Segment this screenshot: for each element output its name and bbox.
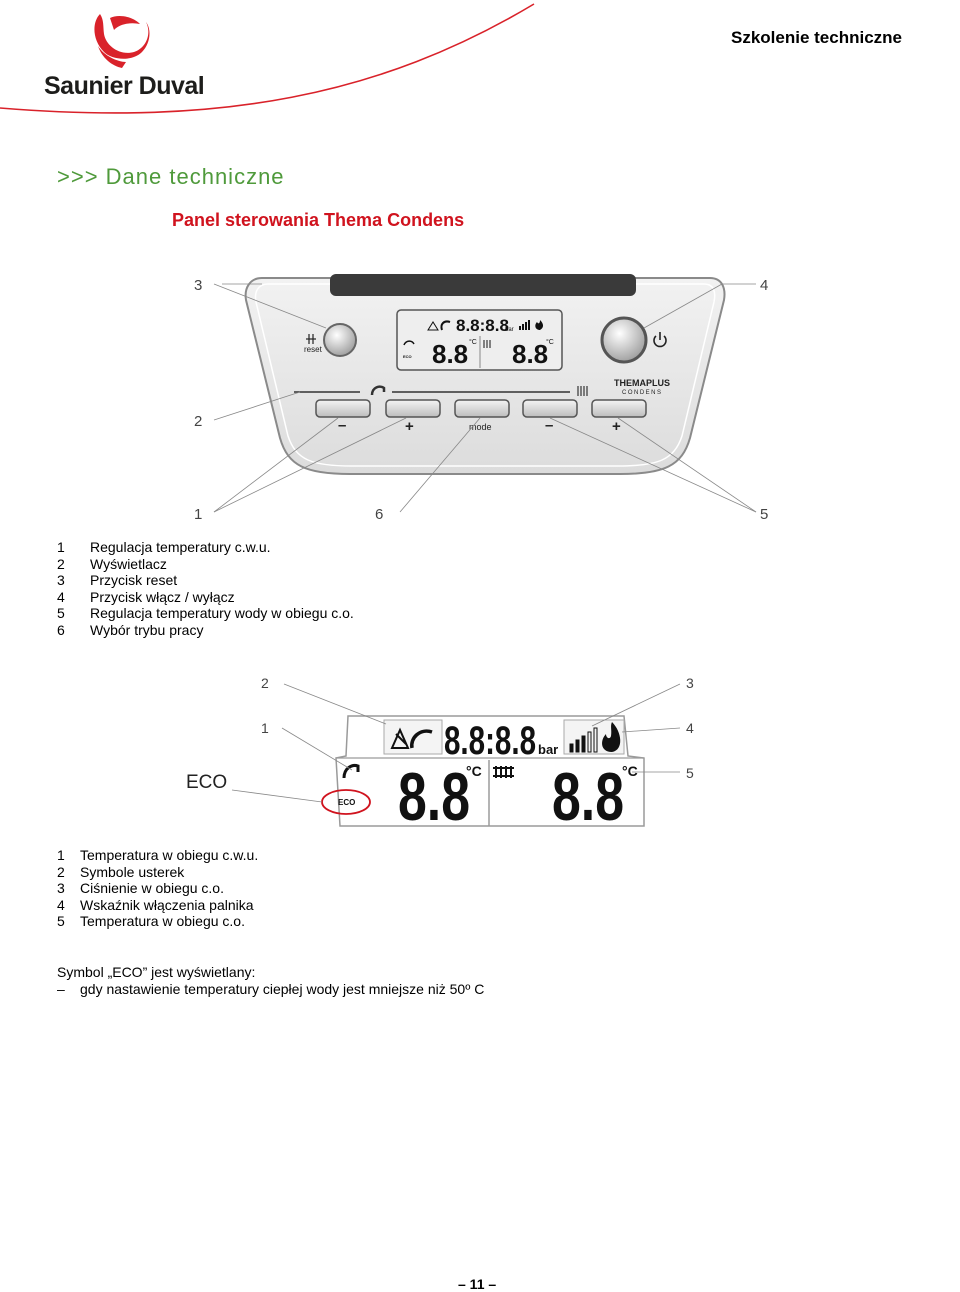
eco-note-intro: Symbol „ECO” jest wyświetlany: [57, 964, 256, 980]
dhw-minus-button[interactable] [315, 399, 371, 418]
power-button[interactable] [600, 316, 648, 364]
header-swoosh-line [0, 3, 535, 114]
display-callout-3: 3 [686, 675, 694, 691]
reset-button[interactable] [323, 323, 357, 357]
panel-display-right-digits: 8.8 [512, 339, 548, 369]
svg-text:+: + [405, 418, 414, 435]
panel-display-radiator-icon [483, 340, 491, 348]
panel-display-top-digits: 8.8:8.8 [456, 316, 509, 335]
logo-bird-icon [94, 14, 150, 68]
svg-text:°C: °C [546, 338, 554, 346]
heating-minus-button[interactable] [522, 399, 578, 418]
bar-unit: bar [538, 742, 558, 757]
svg-text:+: + [612, 418, 621, 435]
svg-text:°C: °C [466, 763, 482, 779]
power-icon [653, 332, 667, 348]
svg-text:°C: °C [622, 763, 638, 779]
panel-callout-2: 2 [194, 413, 202, 430]
panel-callout-4: 4 [760, 277, 768, 294]
panel-top-bar [330, 274, 636, 296]
display-callout-5: 5 [686, 765, 694, 781]
eco-callout-label: ECO [186, 772, 228, 793]
panel-callout-1: 1 [194, 506, 202, 523]
dhw-temperature-digits: 8.8 [398, 759, 470, 833]
fault-icon [390, 727, 410, 749]
flame-icon [602, 722, 621, 752]
mode-label: mode [469, 422, 492, 432]
eco-note-item: –gdy nastawienie temperatury ciepłej wod… [57, 980, 485, 997]
svg-text:CONDENS: CONDENS [622, 390, 663, 396]
heating-plus-button[interactable] [591, 399, 647, 418]
svg-text:ECO: ECO [403, 354, 412, 359]
panel-title: Panel sterowania Thema Condens [172, 210, 465, 230]
svg-text:–: – [545, 417, 553, 434]
mode-button[interactable] [454, 399, 510, 418]
section-title: >>> Dane techniczne [57, 164, 285, 189]
heating-temperature-digits: 8.8 [552, 759, 624, 833]
panel-display-left-digits: 8.8 [432, 339, 468, 369]
page-number: – 11 – [458, 1276, 497, 1292]
eco-indicator: ECO [338, 798, 355, 807]
dhw-tap-icon [370, 385, 386, 396]
burner-bars-icon [569, 727, 598, 753]
panel-display-tap-icon [403, 340, 415, 346]
display-detail-illustration: 8.8:8.8 bar ECO 8.8 °C 8.8 °C 2 1 3 4 5 [231, 675, 694, 833]
pressure-digits: 8.8:8.8 [444, 719, 536, 763]
themaplus-logo: THEMAPLUS [614, 378, 670, 388]
display-callout-2: 2 [261, 675, 269, 691]
heating-radiator-icon [577, 386, 588, 396]
eco-note: Symbol „ECO” jest wyświetlany: –gdy nast… [57, 964, 484, 997]
panel-callout-6: 6 [375, 506, 383, 523]
tap-icon [342, 764, 360, 779]
panel-display-bars-icon [519, 320, 530, 330]
dhw-plus-button[interactable] [385, 399, 441, 418]
display-callout-4: 4 [686, 720, 694, 736]
display-callout-1: 1 [261, 720, 269, 736]
panel-display-fault-icon [427, 321, 439, 331]
radiator-icon [493, 766, 514, 778]
reset-icon [306, 334, 316, 344]
svg-text:bar: bar [505, 327, 514, 333]
reset-label: reset [304, 345, 323, 354]
panel-body [244, 277, 726, 475]
brand-name: Saunier Duval [44, 72, 205, 100]
svg-text:–: – [338, 417, 346, 434]
panel-callout-5: 5 [760, 506, 768, 523]
svg-text:°C: °C [469, 338, 477, 346]
panel-display-phone-icon [440, 320, 451, 331]
control-panel-illustration: 8.8:8.8 bar 8.8 °C 8.8 °C ECO reset THEM… [194, 274, 768, 523]
phone-icon [410, 729, 433, 749]
panel-display-flame-icon [535, 320, 544, 330]
saunier-duval-logo-graphic [0, 3, 535, 114]
panel-callout-3: 3 [194, 277, 202, 294]
document-title: Szkolenie techniczne [731, 28, 902, 47]
